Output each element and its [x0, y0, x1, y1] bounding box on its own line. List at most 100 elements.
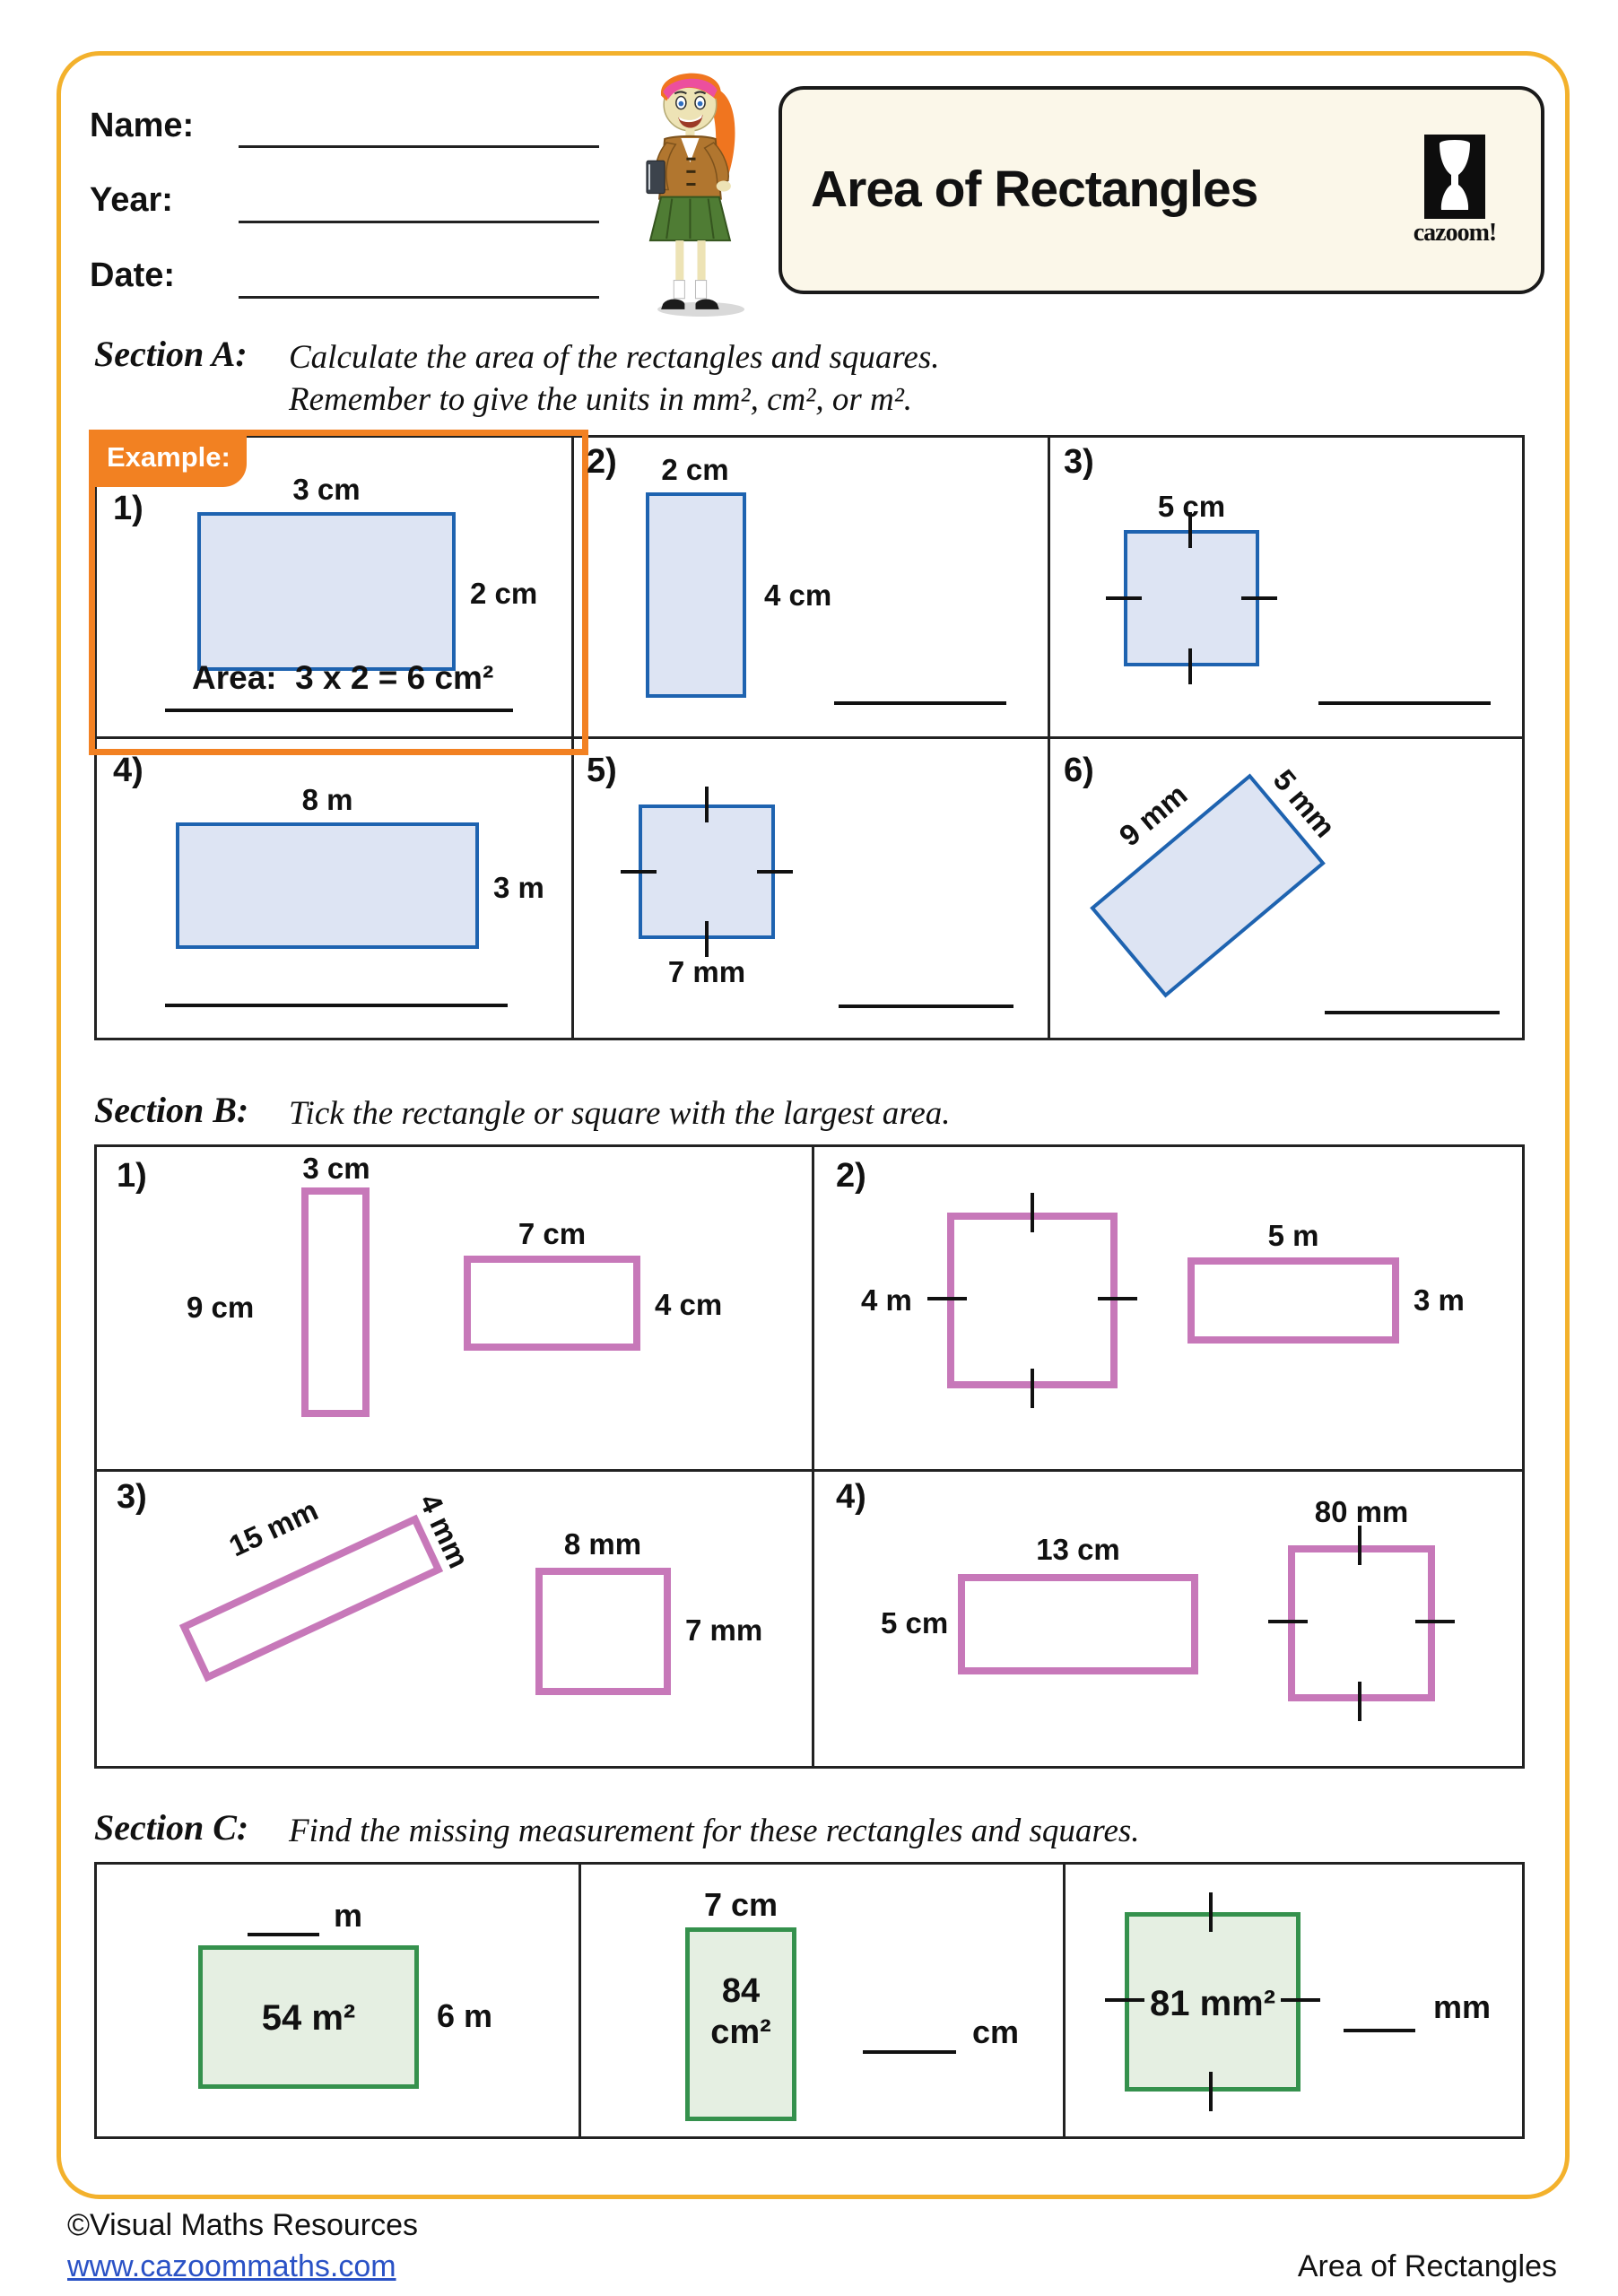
dimension-label: 4 cm: [655, 1288, 723, 1321]
dimension-label: 9 cm: [187, 1291, 255, 1324]
option-rectangle[interactable]: [301, 1187, 370, 1417]
option-rectangle[interactable]: [464, 1256, 640, 1351]
dimension-label: 7 cm: [518, 1217, 587, 1250]
tick-mark: [1188, 512, 1192, 548]
example-tab: Example:: [89, 430, 247, 487]
section-a-instruction-2: Remember to give the units in mm², cm², …: [289, 381, 913, 418]
option-rectangle[interactable]: [535, 1568, 671, 1695]
area-value: 84: [721, 1972, 761, 2010]
answer-line[interactable]: [165, 709, 513, 712]
example-box: [89, 430, 588, 755]
dimension-label: 80 mm: [1314, 1495, 1409, 1528]
problem-number: 6): [1064, 752, 1094, 789]
table-divider: [812, 1147, 814, 1766]
table-divider: [97, 1469, 1522, 1472]
tick-mark: [1031, 1369, 1034, 1408]
dimension-label: 5 cm: [881, 1606, 949, 1639]
tick-mark: [927, 1297, 967, 1300]
table-divider: [1063, 1865, 1066, 2136]
tick-mark: [757, 870, 793, 874]
dimension-label: 5 m: [1267, 1219, 1319, 1252]
area-unit: cm²: [710, 2013, 771, 2051]
section-c-table: [94, 1862, 1525, 2139]
area-label: 54 m²: [261, 1998, 356, 2038]
example-area-text: Area: 3 x 2 = 6 cm²: [192, 659, 494, 696]
option-square[interactable]: [947, 1213, 1118, 1388]
problem-number: 2): [587, 443, 617, 481]
blank-measurement-line[interactable]: [863, 2050, 956, 2054]
unit-label: m: [334, 1897, 363, 1934]
tick-mark: [705, 787, 709, 822]
option-rectangle[interactable]: [1187, 1257, 1399, 1344]
tick-mark: [1209, 1892, 1213, 1932]
rectangle-a1: [197, 512, 456, 671]
problem-number: 2): [836, 1157, 866, 1195]
tick-mark: [1209, 2072, 1213, 2111]
unit-label: cm: [972, 2013, 1020, 2050]
dimension-label: 13 cm: [1036, 1533, 1120, 1566]
tick-mark: [1268, 1620, 1308, 1623]
tick-mark: [1188, 648, 1192, 684]
rectangle-a4: [176, 822, 479, 949]
answer-line[interactable]: [839, 1004, 1013, 1008]
section-a-instruction-1: Calculate the area of the rectangles and…: [289, 339, 940, 376]
dimension-label: 3 m: [1414, 1283, 1465, 1317]
cazoom-logo-icon: [1440, 140, 1470, 210]
dimension-label: 8 m: [301, 783, 353, 816]
dimension-label: 2 cm: [470, 577, 538, 610]
problem-number: 3): [117, 1478, 147, 1516]
name-line[interactable]: [239, 145, 599, 148]
section-b-instruction: Tick the rectangle or square with the la…: [289, 1095, 951, 1132]
problem-number: 1): [117, 1157, 147, 1195]
section-a-heading: Section A:: [94, 334, 248, 374]
blank-measurement-line[interactable]: [248, 1933, 319, 1936]
section-b-table: [94, 1144, 1525, 1769]
tick-mark: [621, 870, 657, 874]
date-line[interactable]: [239, 296, 599, 299]
blank-measurement-line[interactable]: [1344, 2029, 1415, 2032]
problem-number: 4): [836, 1478, 866, 1516]
dimension-label: 3 cm: [292, 473, 361, 506]
tick-mark: [1098, 1297, 1137, 1300]
name-label: Name:: [90, 107, 195, 144]
tick-mark: [1358, 1682, 1361, 1721]
tick-mark: [1031, 1193, 1034, 1232]
problem-number: 5): [587, 752, 617, 789]
problem-number: 3): [1064, 443, 1094, 481]
answer-line[interactable]: [1318, 701, 1491, 705]
page-border: [57, 51, 1570, 2199]
dimension-label: 7 mm: [685, 1613, 763, 1647]
rectangle-c2: [685, 1927, 796, 2121]
option-square[interactable]: [1288, 1545, 1435, 1701]
dimension-label: 4 cm: [764, 578, 832, 612]
dimension-label: 4 m: [861, 1283, 912, 1317]
cazoom-logo: [1424, 135, 1485, 219]
tick-mark: [1241, 596, 1277, 600]
dimension-label: 2 cm: [661, 453, 729, 486]
tick-mark: [705, 921, 709, 957]
cazoom-logo-text: cazoom!: [1413, 219, 1498, 247]
section-c-heading: Section C:: [94, 1807, 249, 1848]
tick-mark: [1415, 1620, 1455, 1623]
year-line[interactable]: [239, 221, 599, 223]
tick-mark: [1105, 1998, 1144, 2002]
answer-line[interactable]: [165, 1004, 508, 1007]
option-rectangle[interactable]: [958, 1574, 1198, 1674]
tick-mark: [1106, 596, 1142, 600]
year-label: Year:: [90, 181, 173, 219]
student-character-illustration: [646, 73, 745, 317]
section-c-instruction: Find the missing measurement for these r…: [289, 1813, 1140, 1849]
dimension-label: 3 cm: [302, 1152, 370, 1185]
rectangle-a2: [646, 492, 746, 698]
answer-line[interactable]: [834, 701, 1006, 705]
title-box: [779, 86, 1544, 294]
table-divider: [97, 736, 1522, 739]
square-a3: [1124, 530, 1259, 666]
area-label: 81 mm²: [1149, 1984, 1276, 2023]
tick-mark: [1281, 1998, 1320, 2002]
dimension-label: 8 mm: [563, 1527, 642, 1561]
answer-line[interactable]: [1325, 1011, 1500, 1014]
website-link[interactable]: www.cazoommaths.com: [67, 2249, 396, 2283]
table-divider: [578, 1865, 581, 2136]
square-a5: [639, 804, 775, 939]
